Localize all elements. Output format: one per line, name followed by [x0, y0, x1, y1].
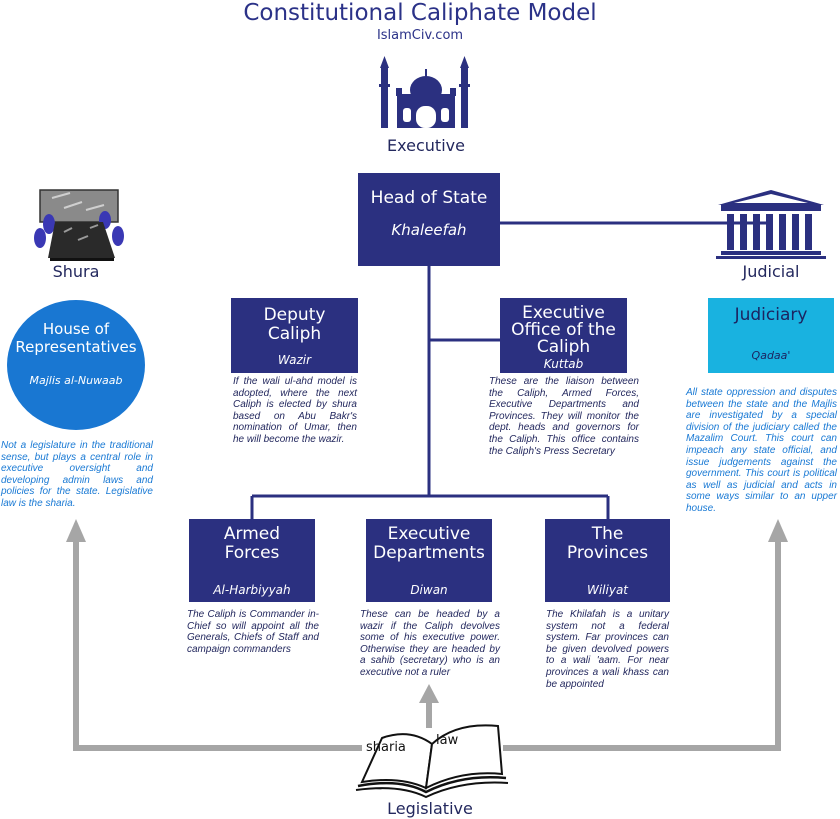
book-word-sharia: sharia	[366, 740, 406, 755]
house-description: Not a legislature in the traditional sen…	[1, 440, 153, 509]
book-word-law: law	[436, 733, 459, 748]
deputy-title-line2: Caliph	[267, 324, 322, 344]
provinces-title-line1: The	[591, 524, 624, 544]
judiciary-box[interactable]: Judiciary Qadaa'	[708, 298, 834, 373]
deputy-subtitle: Wazir	[277, 353, 312, 367]
judiciary-title: Judiciary	[734, 305, 808, 325]
executive-office-box[interactable]: Executive Office of the Caliph Kuttab	[500, 298, 627, 373]
exec-office-subtitle: Kuttab	[543, 357, 584, 371]
exec-office-title-line2: Office of the	[511, 320, 616, 340]
judiciary-subtitle: Qadaa'	[751, 349, 791, 362]
judicial-label: Judicial	[742, 262, 800, 281]
provinces-subtitle: Wiliyat	[586, 583, 629, 597]
head-of-state-subtitle: Khaleefah	[391, 221, 467, 239]
exec-depts-title-line1: Executive	[387, 524, 471, 544]
exec-office-title-line1: Executive	[522, 303, 605, 323]
page-title: Constitutional Caliphate Model	[243, 0, 597, 26]
site-name: IslamCiv.com	[376, 28, 464, 43]
armed-forces-description: The Caliph is Commander in-Chief so will…	[187, 609, 319, 655]
house-title-line2: Representatives	[15, 338, 137, 356]
exec-depts-description: These can be headed by a wazir if the Ca…	[360, 609, 500, 678]
exec-office-title-line3: Caliph	[536, 337, 591, 357]
head-of-state-title: Head of State	[370, 188, 488, 208]
exec-depts-title-line2: Departments	[373, 543, 485, 563]
armed-forces-title-line1: Armed	[223, 524, 281, 544]
deputy-caliph-box[interactable]: Deputy Caliph Wazir	[231, 298, 358, 373]
armed-forces-box[interactable]: Armed Forces Al-Harbiyyah	[189, 519, 315, 602]
provinces-description: The Khilafah is a unitary system not a f…	[546, 609, 669, 690]
house-title-line1: House of	[42, 320, 110, 338]
executive-label: Executive	[387, 136, 465, 155]
armed-forces-subtitle: Al-Harbiyyah	[213, 583, 291, 597]
org-lines	[250, 221, 770, 519]
shura-label: Shura	[52, 262, 100, 281]
armed-forces-title-line2: Forces	[224, 543, 280, 563]
house-subtitle: Majlis al-Nuwaab	[29, 374, 123, 387]
judiciary-description: All state oppression and disputes betwee…	[686, 387, 837, 514]
legislative-arrows	[73, 540, 781, 751]
provinces-title-line2: Provinces	[566, 543, 649, 563]
exec-depts-subtitle: Diwan	[410, 583, 448, 597]
deputy-description: If the wali ul-ahd model is adopted, whe…	[233, 376, 357, 445]
provinces-box[interactable]: The Provinces Wiliyat	[545, 519, 670, 602]
deputy-title-line1: Deputy	[263, 305, 326, 325]
house-of-representatives-circle[interactable]: House of Representatives Majlis al-Nuwaa…	[7, 300, 145, 430]
exec-office-description: These are the liaison between the Caliph…	[489, 376, 639, 457]
head-of-state-box[interactable]: Head of State Khaleefah	[358, 173, 500, 266]
legislative-label: Legislative	[387, 799, 473, 818]
executive-departments-box[interactable]: Executive Departments Diwan	[366, 519, 492, 602]
